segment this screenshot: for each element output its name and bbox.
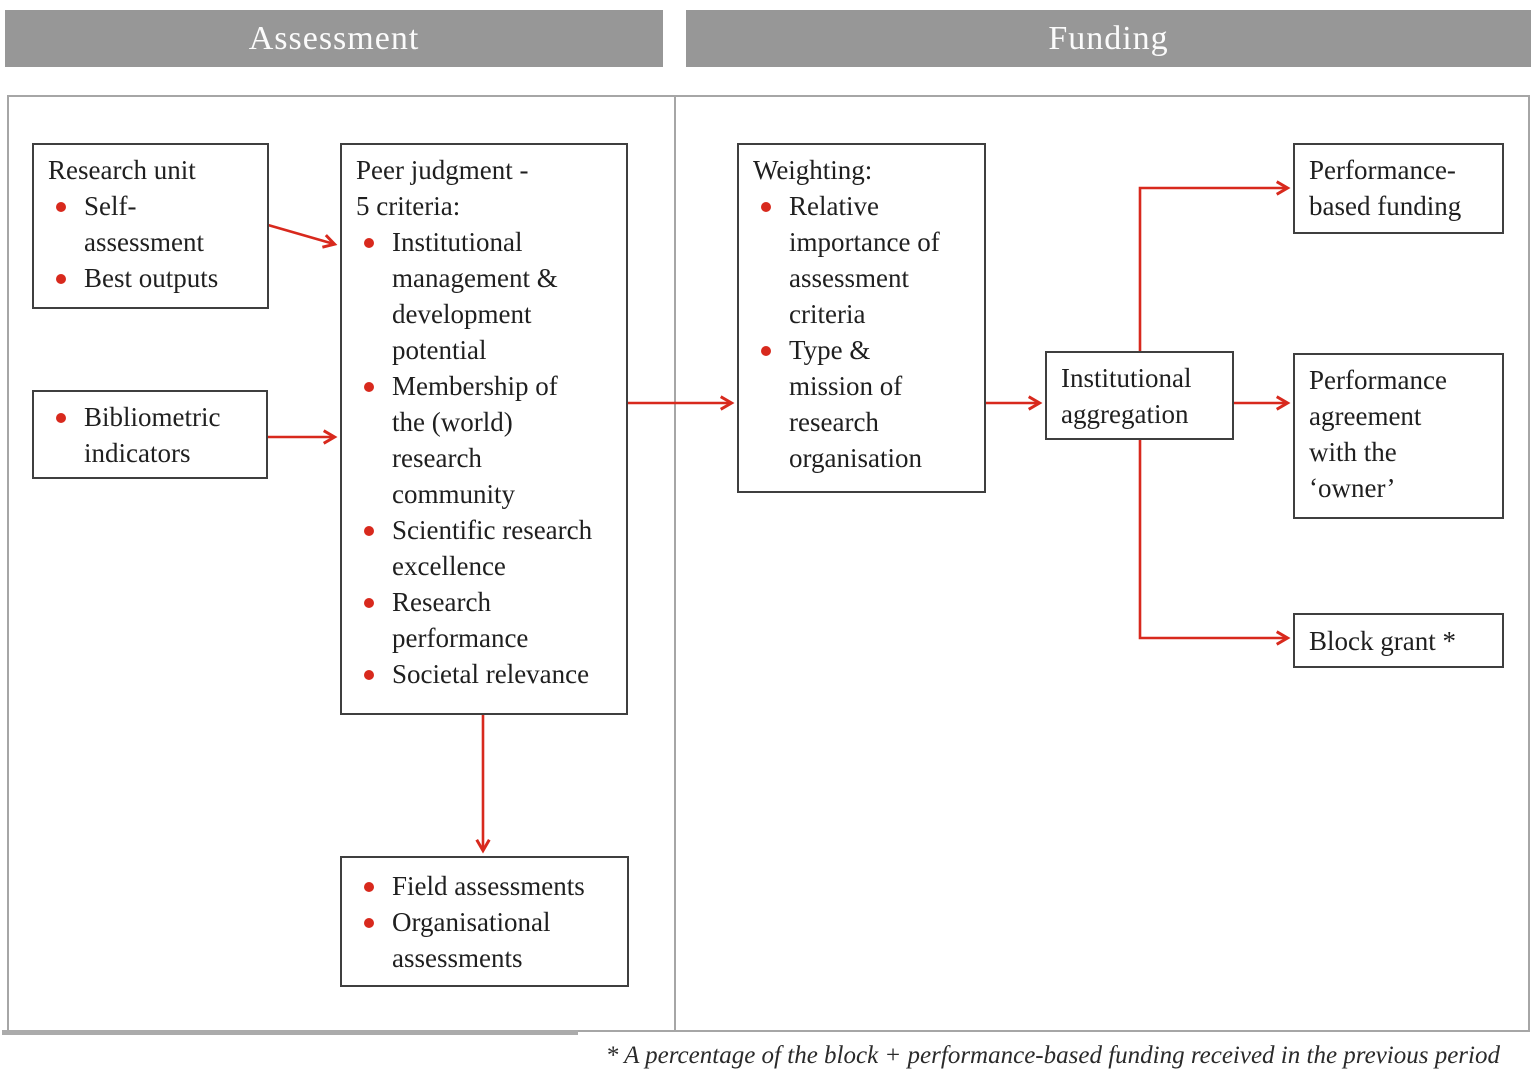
bullet-icon (48, 260, 84, 296)
institutional-aggregation-box: Institutional aggregation (1045, 351, 1234, 440)
block-grant-box: Block grant * (1293, 613, 1504, 668)
block-grant-label: Block grant * (1309, 625, 1456, 656)
assessment-header: Assessment (5, 10, 663, 67)
panel-divider (674, 95, 676, 1032)
footnote: * A percentage of the block + performanc… (605, 1042, 1500, 1069)
weighting-box: Weighting: Relative importance of assess… (737, 143, 986, 493)
list-item: Field assessments (356, 868, 619, 904)
field-assessments-list: Field assessments Organisational assessm… (356, 868, 619, 976)
bullet-icon (356, 868, 392, 904)
performance-agreement-box: Performance agreement with the ‘owner’ (1293, 353, 1504, 519)
bullet-icon (356, 224, 392, 260)
peer-judgment-title: Peer judgment - 5 criteria: (356, 155, 529, 221)
research-unit-box: Research unit Self- assessment Best outp… (32, 143, 269, 309)
arrow-aggregation-to-block-grant (1138, 439, 1287, 638)
weighting-list: Relative importance of assessment criter… (753, 188, 976, 476)
list-item: Relative importance of assessment criter… (753, 188, 976, 332)
bullet-icon (753, 188, 789, 224)
list-item: Type & mission of research organisation (753, 332, 976, 476)
list-item: Institutional management & development p… (356, 224, 618, 368)
performance-agreement-label: Performance agreement with the ‘owner’ (1309, 365, 1447, 503)
assessment-header-label: Assessment (248, 19, 420, 57)
bibliometric-indicators-box: Bibliometric indicators (32, 390, 268, 479)
bullet-icon (753, 332, 789, 368)
panel-bottom-shadow (2, 1030, 578, 1035)
performance-based-funding-box: Performance- based funding (1293, 143, 1504, 234)
arrow-aggregation-to-performance-based-funding (1138, 188, 1287, 351)
bullet-icon (356, 904, 392, 940)
field-assessments-box: Field assessments Organisational assessm… (340, 856, 629, 987)
list-item: Bibliometric indicators (48, 399, 258, 471)
list-item: Scientific research excellence (356, 512, 618, 584)
list-item: Research performance (356, 584, 618, 656)
list-item: Self- assessment (48, 188, 259, 260)
bullet-icon (356, 368, 392, 404)
funding-header: Funding (686, 10, 1531, 67)
bullet-icon (48, 399, 84, 435)
bullet-icon (356, 584, 392, 620)
bibliometric-list: Bibliometric indicators (48, 399, 258, 471)
funding-header-label: Funding (1048, 19, 1169, 57)
diagram-panel (7, 95, 1530, 1032)
institutional-aggregation-label: Institutional aggregation (1061, 363, 1192, 429)
bullet-icon (356, 512, 392, 548)
research-unit-list: Self- assessment Best outputs (48, 188, 259, 296)
peer-judgment-box: Peer judgment - 5 criteria: Institutiona… (340, 143, 628, 715)
bullet-icon (356, 656, 392, 692)
list-item: Organisational assessments (356, 904, 619, 976)
research-unit-title: Research unit (48, 155, 196, 185)
list-item: Membership of the (world) research commu… (356, 368, 618, 512)
weighting-title: Weighting: (753, 155, 873, 185)
list-item: Societal relevance (356, 656, 618, 692)
performance-based-funding-label: Performance- based funding (1309, 155, 1462, 221)
bullet-icon (48, 188, 84, 224)
list-item: Best outputs (48, 260, 259, 296)
arrow-research-unit-to-peer-judgment (267, 223, 334, 244)
peer-judgment-list: Institutional management & development p… (356, 224, 618, 692)
